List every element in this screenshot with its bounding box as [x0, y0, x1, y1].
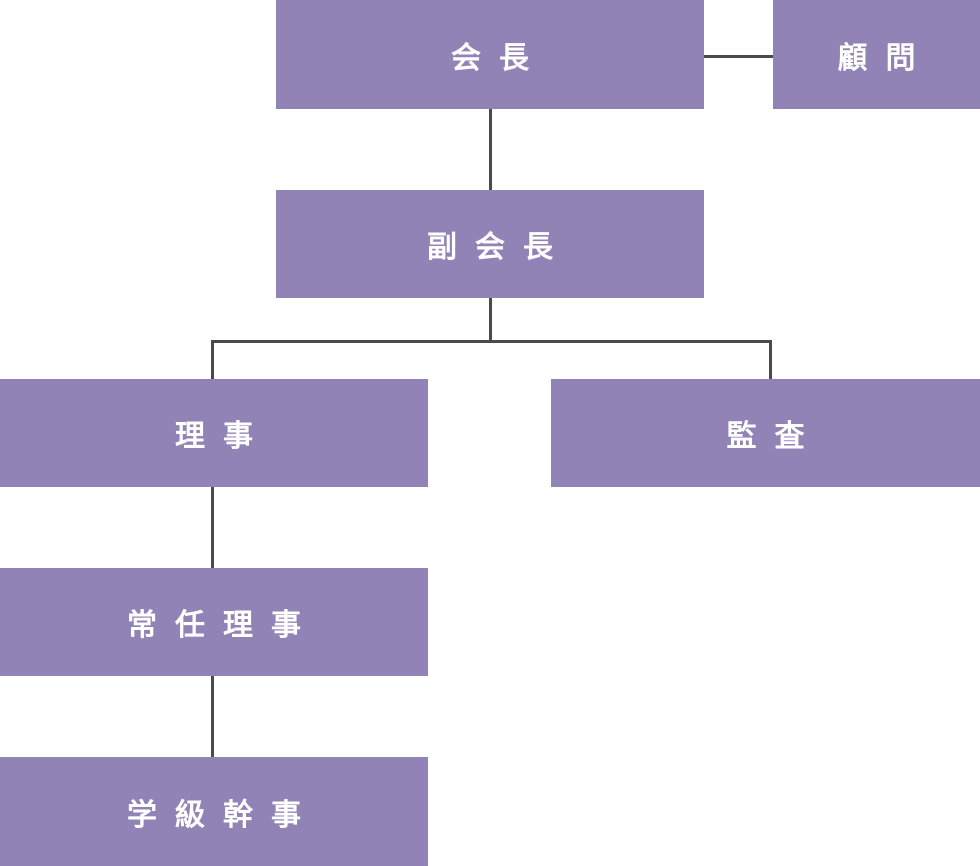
node-class-secretary-label: 学級幹事 — [127, 797, 319, 833]
node-class-secretary: 学級幹事 — [0, 757, 428, 866]
node-chairman: 会長 — [276, 0, 704, 109]
connector-branch-auditor — [769, 340, 772, 379]
node-vice-chairman: 副会長 — [276, 190, 704, 298]
node-auditor-label: 監査 — [726, 419, 823, 454]
connector-chairman-advisor — [704, 55, 773, 58]
connector-branch-director — [211, 340, 214, 379]
connector-standing-director-class-secretary — [211, 676, 214, 757]
node-director: 理事 — [0, 379, 428, 487]
node-advisor-label: 顧問 — [837, 40, 934, 76]
node-advisor: 顧問 — [773, 0, 980, 109]
connector-director-standing-director — [211, 487, 214, 568]
node-chairman-label: 会長 — [451, 40, 547, 76]
node-standing-director: 常任理事 — [0, 568, 428, 676]
node-standing-director-label: 常任理事 — [127, 608, 319, 643]
connector-branch-horizontal — [211, 340, 772, 343]
connector-vice-chairman-branch — [489, 298, 492, 342]
node-vice-chairman-label: 副会長 — [427, 230, 571, 265]
node-auditor: 監査 — [551, 379, 980, 487]
node-director-label: 理事 — [175, 419, 271, 454]
connector-chairman-vice-chairman — [489, 109, 492, 190]
